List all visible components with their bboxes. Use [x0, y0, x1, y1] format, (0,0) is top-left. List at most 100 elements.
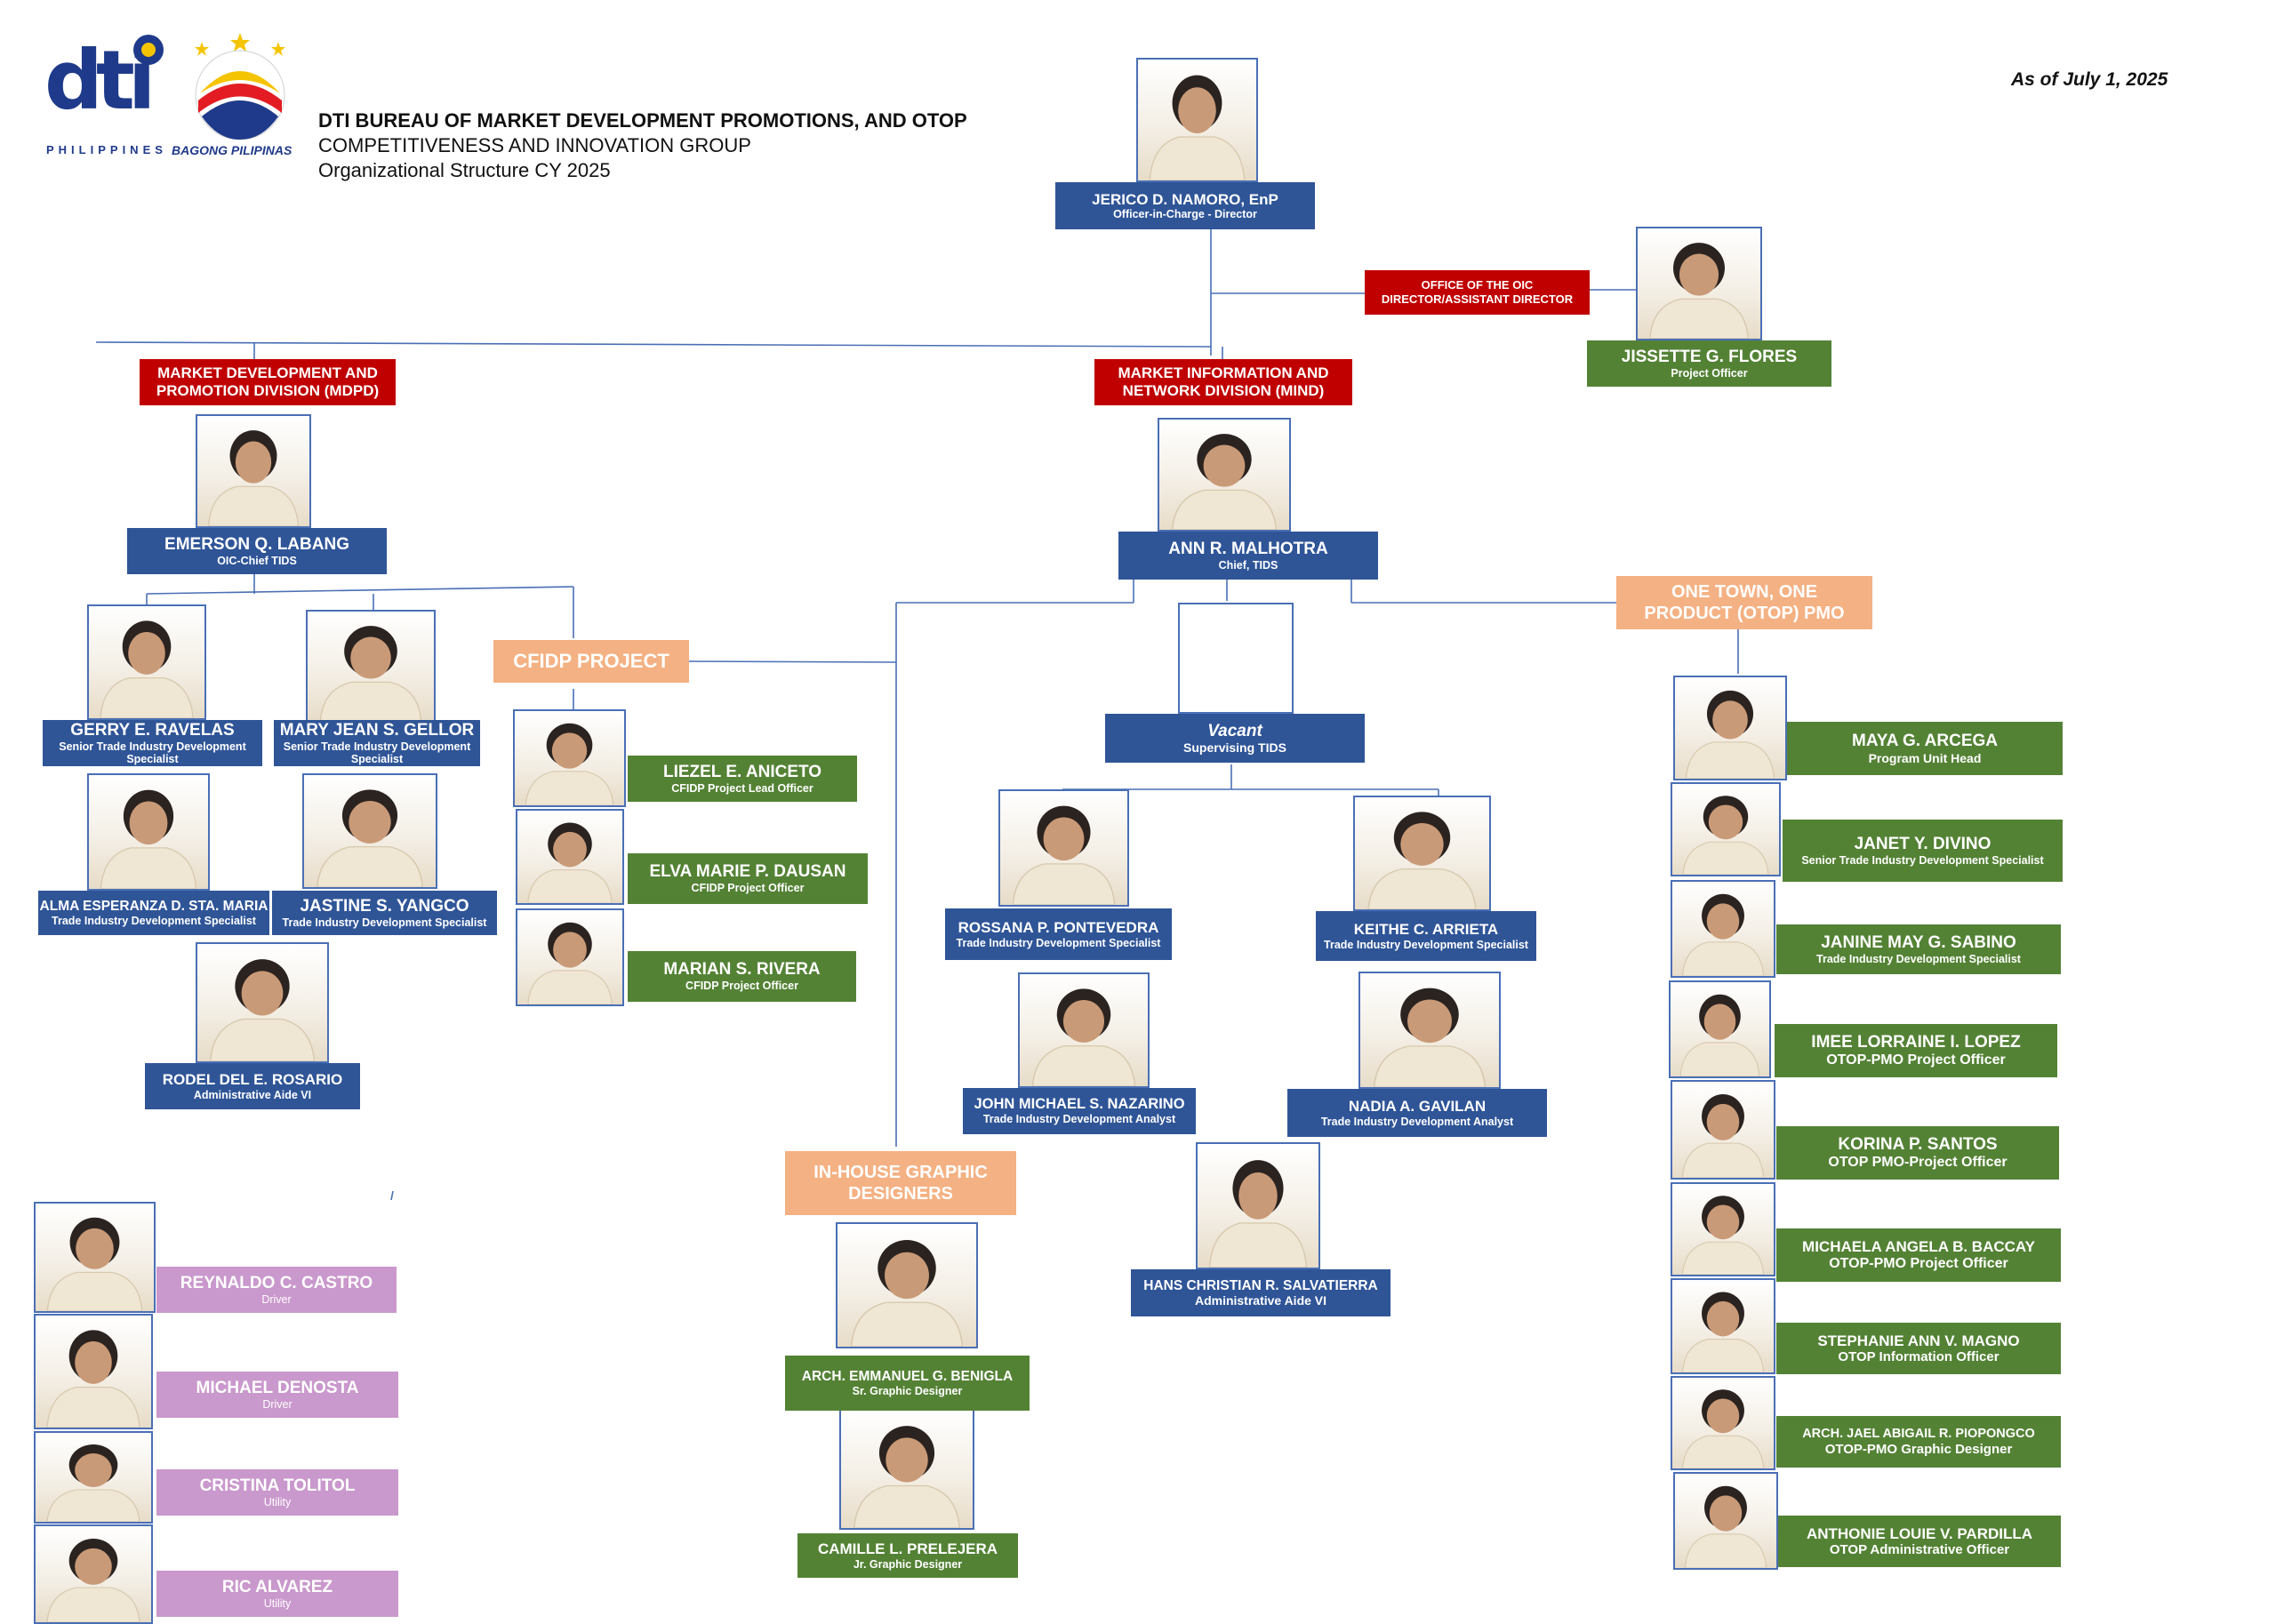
name-box-magno: STEPHANIE ANN V. MAGNO OTOP Information …: [1776, 1323, 2061, 1374]
photo-labang: [196, 414, 311, 528]
name-box-santos: KORINA P. SANTOS OTOP PMO-Project Office…: [1776, 1126, 2059, 1180]
position: Trade Industry Development Specialist: [1816, 952, 2021, 965]
position: Administrative Aide VI: [193, 1088, 312, 1101]
position: Supervising TIDS: [1183, 740, 1286, 756]
photo-aniceto: [513, 709, 626, 807]
position: Senior Trade Industry Development Specia…: [283, 740, 471, 765]
position: Officer-in-Charge - Director: [1113, 208, 1257, 221]
name-box-malhotra: ANN R. MALHOTRA Chief, TIDS: [1118, 532, 1378, 580]
photo-dausan: [516, 809, 624, 905]
photo-flores: [1636, 227, 1762, 340]
name-box-benigla: ARCH. EMMANUEL G. BENIGLA Sr. Graphic De…: [785, 1356, 1030, 1411]
person-silhouette-icon: [1681, 1292, 1765, 1372]
name: IMEE LORRAINE I. LOPEZ: [1811, 1032, 2021, 1052]
position: CFIDP Project Officer: [691, 882, 805, 895]
dti-logo: dti PHILIPPINES: [44, 31, 169, 156]
position: Senior Trade Industry Development Specia…: [1801, 853, 2044, 867]
name-box-vacant: Vacant Supervising TIDS: [1105, 714, 1365, 763]
name: RIC ALVAREZ: [221, 1577, 333, 1596]
photo-tolitol: [34, 1431, 153, 1524]
name-box-denosta: MICHAEL DENOSTA Driver: [156, 1372, 398, 1418]
name: ARCH. EMMANUEL G. BENIGLA: [801, 1368, 1014, 1384]
name: ARCH. JAEL ABIGAIL R. PIOPONGCO: [1802, 1427, 2035, 1442]
person-silhouette-icon: [1684, 1485, 1767, 1568]
name: RODEL DEL E. ROSARIO: [162, 1071, 343, 1089]
name-box-arcega: MAYA G. ARCEGA Program Unit Head: [1787, 722, 2063, 775]
photo-baccay: [1671, 1182, 1775, 1276]
unit-cfidp-project: CFIDP PROJECT: [493, 640, 689, 683]
person-silhouette-icon: [317, 789, 423, 887]
position: Trade Industry Development Specialist: [282, 916, 487, 929]
name-box-pontevedra: ROSSANA P. PONTEVEDRA Trade Industry Dev…: [945, 908, 1172, 960]
photo-piopongco: [1671, 1376, 1775, 1470]
name: KEITHE C. ARRIETA: [1353, 921, 1499, 939]
position: OTOP Administrative Officer: [1829, 1542, 2010, 1558]
name: JERICO D. NAMORO, EnP: [1092, 190, 1278, 208]
name: ALMA ESPERANZA D. STA. MARIA: [39, 898, 268, 914]
photo-castro: [34, 1202, 156, 1313]
as-of-date: As of July 1, 2025: [2011, 69, 2168, 90]
person-silhouette-icon: [1682, 796, 1769, 875]
name: MARY JEAN S. GELLOR: [279, 720, 475, 740]
name: ROSSANA P. PONTEVEDRA: [958, 919, 1159, 937]
name-box-alvarez: RIC ALVAREZ Utility: [156, 1571, 398, 1617]
photo-divino: [1671, 782, 1781, 876]
position: Utility: [263, 1596, 292, 1610]
position: Jr. Graphic Designer: [853, 1557, 963, 1571]
person-silhouette-icon: [1208, 1160, 1308, 1268]
name: ELVA MARIE P. DAUSAN: [649, 862, 846, 882]
unit-graphic-designers: IN-HOUSE GRAPHIC DESIGNERS: [785, 1151, 1016, 1215]
name: MAYA G. ARCEGA: [1852, 732, 1998, 751]
photo-pardilla: [1673, 1472, 1778, 1570]
person-silhouette-icon: [100, 789, 197, 889]
photo-arcega: [1673, 676, 1787, 780]
name: LIEZEL E. ANICETO: [662, 762, 822, 781]
person-silhouette-icon: [850, 1239, 964, 1347]
photo-gavilan: [1358, 972, 1501, 1089]
unit-mdpd: MARKET DEVELOPMENT AND PROMOTION DIVISIO…: [140, 359, 396, 405]
person-silhouette-icon: [209, 959, 316, 1061]
name: KORINA P. SANTOS: [1838, 1134, 1998, 1154]
dti-sub-label: PHILIPPINES: [46, 143, 167, 156]
name-box-tolitol: CRISTINA TOLITOL Utility: [156, 1469, 398, 1516]
photo-gellor: [306, 610, 436, 724]
position: OTOP-PMO Project Officer: [1829, 1255, 2008, 1271]
unit-mind: MARKET INFORMATION AND NETWORK DIVISION …: [1094, 359, 1352, 405]
photo-rivera: [516, 908, 624, 1006]
name: JISSETTE G. FLORES: [1621, 347, 1798, 366]
position: Sr. Graphic Designer: [852, 1384, 963, 1397]
name-box-lopez: IMEE LORRAINE I. LOPEZ OTOP-PMO Project …: [1775, 1024, 2057, 1077]
position: Administrative Aide VI: [1194, 1293, 1327, 1308]
position: OTOP-PMO Graphic Designer: [1824, 1441, 2013, 1457]
chart-subtitle: Organizational Structure CY 2025: [318, 159, 611, 181]
position: Trade Industry Development Specialist: [52, 914, 256, 927]
name-box-rosario: RODEL DEL E. ROSARIO Administrative Aide…: [145, 1063, 360, 1109]
name: EMERSON Q. LABANG: [164, 534, 349, 554]
name: MICHAEL DENOSTA: [196, 1378, 359, 1397]
position: OTOP PMO-Project Officer: [1828, 1154, 2008, 1170]
person-silhouette-icon: [525, 723, 614, 805]
name-box-gavilan: NADIA A. GAVILAN Trade Industry Developm…: [1287, 1089, 1547, 1137]
name: MARIAN S. RIVERA: [663, 960, 821, 980]
position: Senior Trade Industry Development Specia…: [59, 740, 246, 765]
chart-title: DTI BUREAU OF MARKET DEVELOPMENT PROMOTI…: [318, 109, 967, 132]
name-box-sabino: JANINE MAY G. SABINO Trade Industry Deve…: [1776, 924, 2061, 974]
name: JASTINE S. YANGCO: [300, 896, 469, 916]
unit-otop-pmo: ONE TOWN, ONE PRODUCT (OTOP) PMO: [1616, 576, 1872, 629]
person-silhouette-icon: [46, 1217, 143, 1311]
person-silhouette-icon: [1681, 1094, 1765, 1178]
name: Vacant: [1207, 721, 1262, 740]
name-box-nazarino: JOHN MICHAEL S. NAZARINO Trade Industry …: [963, 1088, 1196, 1134]
name-box-castro: REYNALDO C. CASTRO Driver: [156, 1267, 397, 1313]
bagong-pilipinas-logo: BAGONG PILIPINAS: [172, 31, 307, 160]
name: HANS CHRISTIAN R. SALVATIERRA: [1143, 1277, 1378, 1293]
position: Trade Industry Development Specialist: [1324, 938, 1528, 951]
name: JOHN MICHAEL S. NAZARINO: [974, 1096, 1185, 1113]
bagong-pilipinas-label: BAGONG PILIPINAS: [172, 143, 293, 157]
photo-prelejera: [839, 1409, 974, 1530]
name: CRISTINA TOLITOL: [199, 1476, 356, 1495]
name-box-prelejera: CAMILLE L. PRELEJERA Jr. Graphic Designe…: [797, 1533, 1018, 1578]
name: MICHAELA ANGELA B. BACCAY: [1802, 1238, 2035, 1256]
person-silhouette-icon: [207, 430, 300, 526]
photo-benigla: [836, 1222, 978, 1348]
